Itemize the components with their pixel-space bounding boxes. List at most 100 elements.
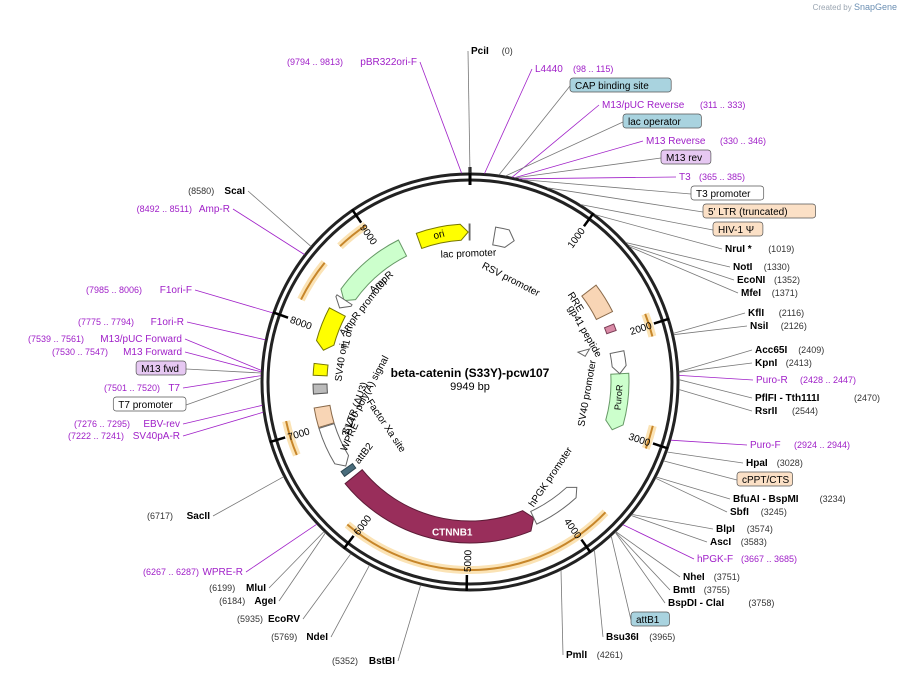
leader-line — [505, 121, 624, 177]
orf-arc — [644, 425, 654, 449]
ampr-feature — [340, 239, 408, 302]
leader-line — [663, 460, 738, 481]
leader-line — [594, 549, 604, 638]
leader-line — [678, 375, 754, 381]
feature-box-t3-promoter — [690, 185, 765, 201]
primer-coord: (7985 .. 8006) — [86, 285, 142, 295]
leader-line — [245, 523, 318, 573]
site-scai: ScaI — [224, 186, 245, 197]
tick-label: 9000 — [357, 223, 379, 248]
site-coord: (4261) — [597, 650, 623, 660]
primer-coord: (311 .. 333) — [700, 100, 745, 110]
site-coord: (1330) — [764, 262, 790, 272]
feature-box-m13-rev — [660, 149, 712, 165]
leader-line — [580, 204, 714, 231]
primer-wpre-r: WPRE-R — [202, 567, 243, 578]
puror-label: PuroR — [612, 384, 624, 411]
orf-arc — [339, 224, 367, 247]
feature-box-t7-promoter — [112, 396, 187, 412]
site-coord: (1352) — [774, 275, 800, 285]
tick-label: 1000 — [566, 226, 588, 251]
backbone-rings — [260, 167, 680, 592]
feature-box-5-ltr-truncated — [702, 203, 816, 219]
site-coord: (5352) — [332, 656, 358, 666]
site-ndei: NdeI — [306, 632, 328, 643]
site-bsu36i: Bsu36I — [606, 632, 639, 643]
leader-line — [656, 476, 731, 500]
leader-line — [247, 190, 312, 247]
feature-box-label: M13 fwd — [141, 364, 179, 375]
feature-box-label: cPPT/CTS — [742, 475, 790, 486]
primer-coord: (8492 .. 8511) — [137, 204, 192, 214]
feature-box-cap-binding-site — [569, 77, 672, 93]
leader-line — [615, 531, 671, 591]
leader-line — [498, 85, 571, 176]
leader-line — [673, 325, 748, 336]
leader-line — [630, 515, 708, 543]
primer-f1ori-f: F1ori-F — [160, 285, 192, 296]
site-blpi: BlpI — [716, 524, 735, 535]
attb2-label: attB2 — [353, 441, 376, 467]
3-ltr-feature — [313, 404, 335, 429]
feature-box-label: HIV-1 Ψ — [718, 225, 754, 236]
site-coord: (6717) — [147, 511, 173, 521]
primer-coord: (7530 .. 7547) — [52, 347, 108, 357]
snapgene-credit: Created by SnapGene — [813, 2, 897, 12]
feature-box-cppt-cts — [736, 471, 793, 487]
site-coord: (1371) — [772, 288, 798, 298]
feature-box-label: attB1 — [636, 615, 660, 626]
leader-line — [518, 176, 677, 180]
tick-mark — [653, 317, 670, 325]
site-mfei: MfeI — [741, 288, 761, 299]
tick-mark — [342, 535, 355, 550]
leader-line — [268, 531, 325, 589]
sv40-ori-label: SV40 ori — [333, 343, 349, 383]
leader-line — [185, 377, 262, 406]
leader-line — [185, 368, 262, 374]
site-coord: (2544) — [792, 406, 818, 416]
primer-puro-f: Puro-F — [750, 440, 781, 451]
sv40-promoter-feature — [609, 350, 627, 375]
leader-line — [670, 439, 748, 446]
site-nsii: NsiI — [750, 321, 769, 332]
feature-box-m13-fwd — [135, 360, 187, 376]
site-coord: (2413) — [786, 358, 812, 368]
puror-feature — [605, 372, 630, 431]
sv40-polya-feature — [312, 383, 328, 395]
primer-t7: T7 — [168, 383, 180, 394]
feature-box-label: T3 promoter — [696, 189, 751, 200]
tick-label: 8000 — [288, 315, 313, 333]
primer-pbr322ori-f: pBR322ori-F — [360, 57, 417, 68]
orf-arc — [346, 511, 607, 571]
tick-mark — [272, 311, 289, 319]
site-coord: (2116) — [779, 308, 804, 318]
site-econi: EcoNI — [737, 275, 766, 286]
ori-label: ori — [432, 229, 446, 243]
tick-mark — [652, 442, 669, 450]
site-coord: (3245) — [761, 507, 787, 517]
site-coord: (6184) — [219, 596, 245, 606]
primer-m13-reverse: M13 Reverse — [646, 136, 706, 147]
primer-amp-r: Amp-R — [199, 204, 230, 215]
leader-line — [186, 321, 266, 341]
primer-coord: (365 .. 385) — [699, 172, 745, 182]
leader-line — [655, 477, 728, 513]
orf-arc — [300, 262, 326, 301]
primer-coord: (330 .. 346) — [720, 136, 766, 146]
feature-box-attb1 — [630, 611, 670, 627]
site-kfli: KflI — [748, 308, 764, 319]
site-coord: (5769) — [271, 632, 297, 642]
feature-box-label: M13 rev — [666, 153, 702, 164]
leader-line — [629, 246, 739, 294]
feature-box-label: 5' LTR (truncated) — [708, 207, 788, 218]
feature-box-label: lac operator — [628, 117, 681, 128]
leader-line — [419, 61, 462, 174]
site-bstbi: BstBI — [369, 656, 395, 667]
rsv-promoter-label: RSV promoter — [480, 261, 542, 300]
site-kpni: KpnI — [755, 358, 777, 369]
site-asci: AscI — [710, 537, 731, 548]
orf-arc — [285, 420, 298, 456]
site-pmli: PmlI — [566, 650, 587, 661]
site-coord: (2126) — [781, 321, 807, 331]
